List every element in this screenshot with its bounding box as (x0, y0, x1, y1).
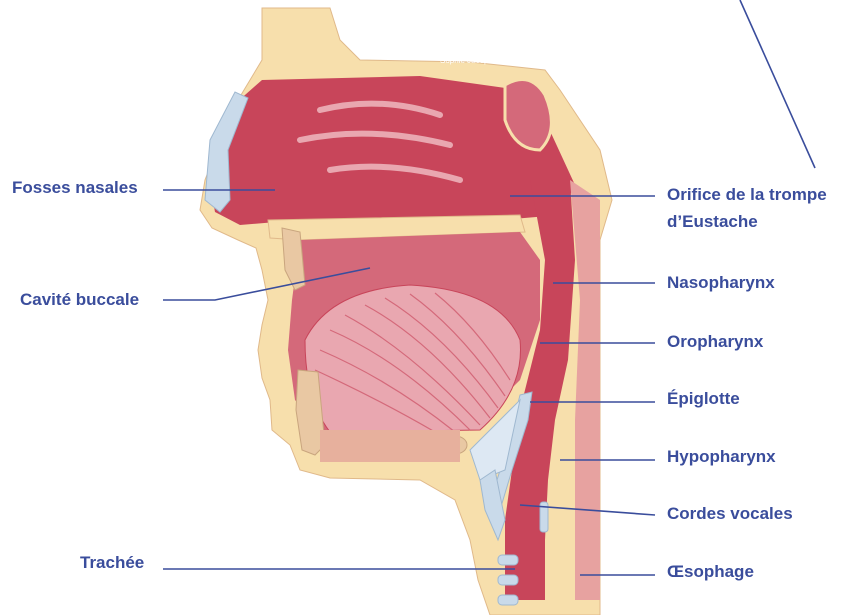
signature-text: Sophie Jacopin (440, 56, 495, 65)
label-oesophage: Œsophage (667, 562, 754, 581)
label-nasopharynx: Nasopharynx (667, 273, 775, 292)
label-cordes-vocales: Cordes vocales (667, 504, 793, 523)
mouth-floor (320, 430, 460, 462)
head-illustration: Sophie Jacopin (200, 8, 612, 615)
tracheal-ring-1 (498, 555, 518, 565)
label-hypopharynx: Hypopharynx (667, 447, 776, 466)
label-trachee: Trachée (80, 553, 144, 572)
tracheal-ring-3 (498, 595, 518, 605)
label-orifice-line1: Orifice de la trompe (667, 185, 827, 204)
tongue (305, 285, 521, 432)
label-oropharynx: Oropharynx (667, 332, 764, 351)
label-orifice-line2: d’Eustache (667, 212, 758, 231)
label-epiglotte: Épiglotte (667, 389, 740, 408)
tracheal-ring-2 (498, 575, 518, 585)
label-fosses-nasales: Fosses nasales (12, 178, 138, 197)
label-cavite-buccale: Cavité buccale (20, 290, 139, 309)
